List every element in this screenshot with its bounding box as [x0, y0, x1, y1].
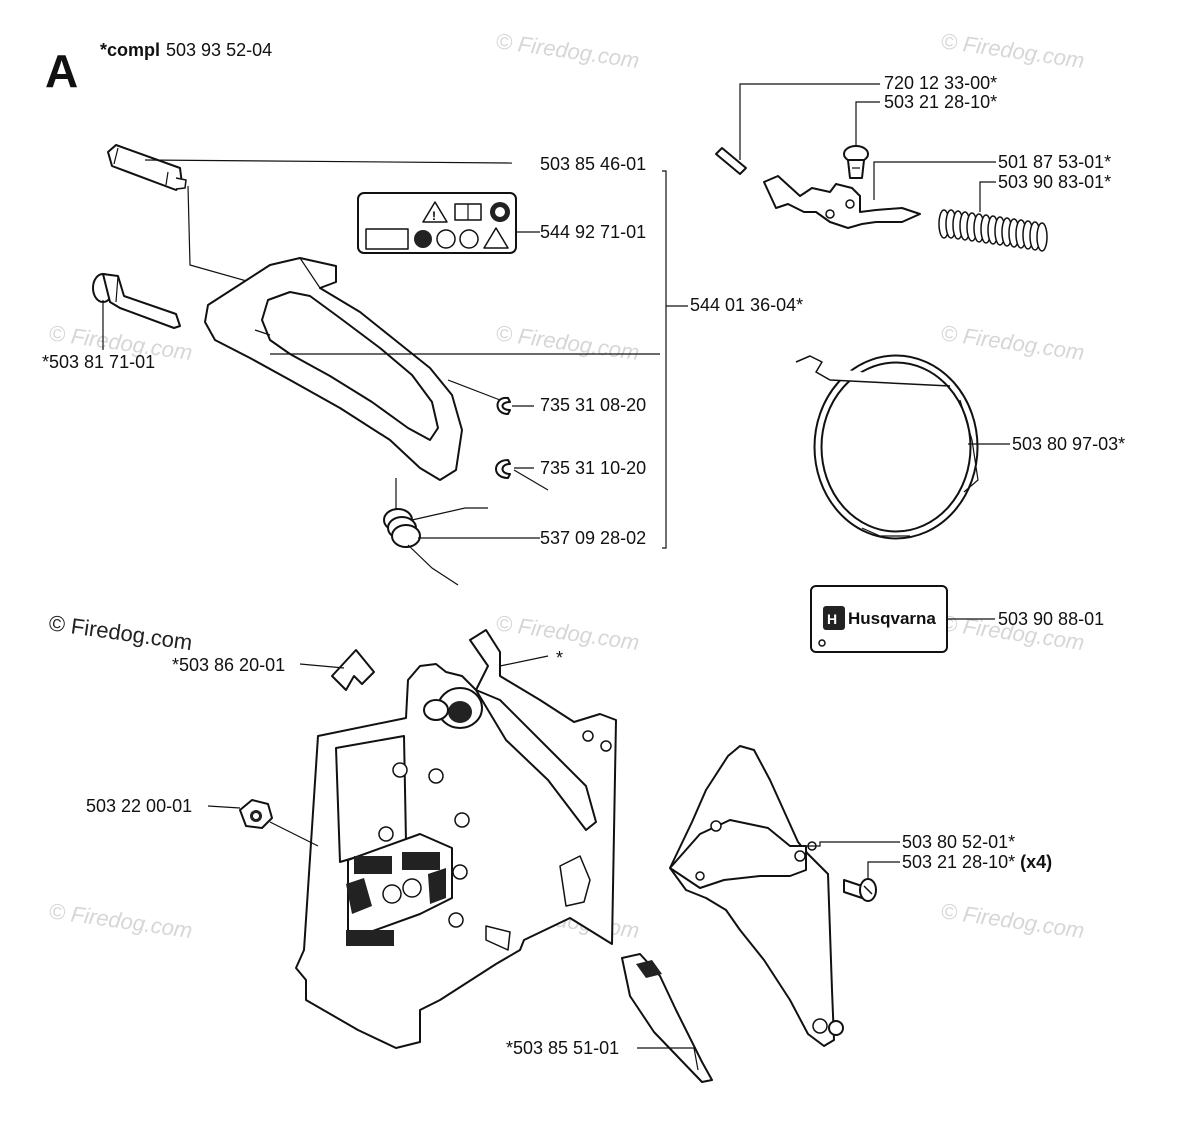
watermark-dark: © Firedog.com [47, 610, 194, 655]
label-pin: 720 12 33-00* [884, 73, 997, 93]
watermark: © Firedog.com [494, 28, 641, 73]
watermark: © Firedog.com [494, 610, 641, 655]
label-torsion-spring: 537 09 28-02 [540, 528, 646, 548]
pivot-bolt [107, 144, 187, 191]
operator-icon [365, 228, 409, 250]
hand-guard [204, 257, 463, 481]
kickback-warning-icon [483, 227, 509, 249]
label-screw-x4-qty: (x4) [1020, 852, 1052, 872]
kickback-icon [414, 230, 432, 248]
label-hand-guard-assembly: 544 01 36-04* [690, 295, 803, 315]
watermark: © Firedog.com [47, 898, 194, 943]
circlip-lower [495, 459, 511, 479]
chain-brake-cover [669, 745, 844, 1047]
sleeve-bolt [92, 273, 181, 329]
husqvarna-decal: H Husqvarna [810, 585, 948, 653]
watermark: © Firedog.com [939, 28, 1086, 73]
label-screw-x4: 503 21 28-10*(x4) [902, 852, 1052, 872]
brand-text: Husqvarna [848, 609, 936, 628]
label-screw-x4-number: 503 21 28-10* [902, 852, 1015, 872]
screw-top [843, 145, 869, 179]
watermark: © Firedog.com [494, 320, 641, 365]
label-husqvarna-decal: 503 90 88-01 [998, 609, 1104, 629]
chain-guard-plate [621, 953, 713, 1083]
label-safety-decal: 544 92 71-01 [540, 222, 646, 242]
label-brake-band: 503 80 97-03* [1012, 434, 1125, 454]
label-linkage: 501 87 53-01* [998, 152, 1111, 172]
label-coil-spring: 503 90 83-01* [998, 172, 1111, 192]
group-bracket [662, 170, 688, 549]
label-clutch-cover: * [556, 648, 563, 668]
no-hand-icon [459, 229, 479, 249]
label-chain-guard-plate: *503 85 51-01 [506, 1038, 619, 1058]
pin [715, 147, 747, 175]
screw-x4 [843, 878, 877, 902]
label-clip: *503 86 20-01 [172, 655, 285, 675]
watermark: © Firedog.com [939, 898, 1086, 943]
label-screw-top: 503 21 28-10* [884, 92, 997, 112]
header-label: *compl 503 93 52-04 [100, 40, 272, 60]
label-chain-brake-cover: 503 80 52-01* [902, 832, 1015, 852]
clutch-cover [295, 629, 617, 1049]
flange-nut [239, 799, 273, 829]
clip [331, 649, 375, 691]
label-sleeve-bolt: *503 81 71-01 [42, 352, 155, 372]
warning-icon [422, 201, 448, 223]
section-letter: A [45, 45, 78, 97]
circlip-upper [496, 396, 511, 415]
watermark: © Firedog.com [939, 320, 1086, 365]
torsion-spring [383, 478, 488, 586]
crown-glyph: H [827, 611, 837, 627]
brake-lever-linkage [763, 175, 921, 229]
coil-spring [938, 209, 1048, 252]
no-one-hand-icon [436, 229, 456, 249]
brake-band [795, 354, 979, 540]
label-flange-nut: 503 22 00-01 [86, 796, 192, 816]
crown-logo-icon [823, 606, 845, 630]
label-pivot-bolt: 503 85 46-01 [540, 154, 646, 174]
label-circlip-upper: 735 31 08-20 [540, 395, 646, 415]
header-number: 503 93 52-04 [166, 40, 272, 60]
safety-decal: ! [357, 192, 517, 254]
header-prefix: *compl [100, 40, 160, 60]
warning-glyph: ! [432, 209, 436, 223]
label-circlip-lower: 735 31 10-20 [540, 458, 646, 478]
